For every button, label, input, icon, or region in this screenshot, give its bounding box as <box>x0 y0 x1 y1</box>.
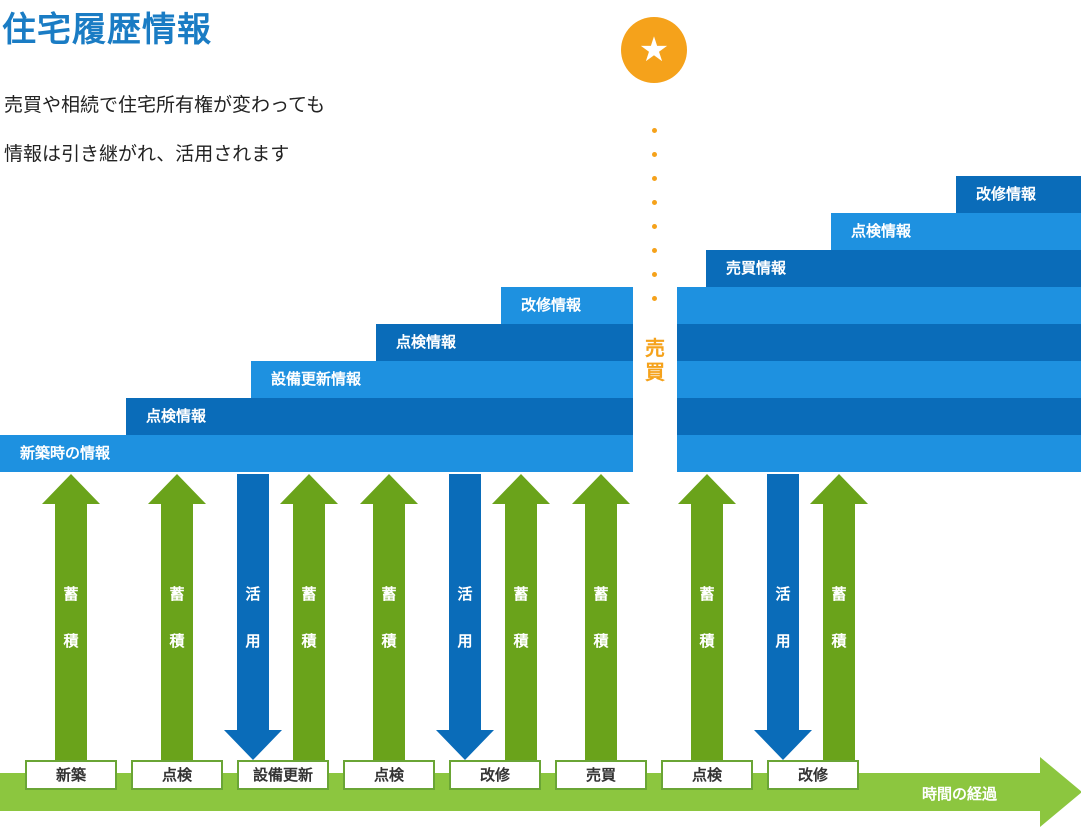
event-box: 改修 <box>449 760 541 790</box>
history-band-left: 新築時の情報 <box>0 435 633 472</box>
history-band-right: 点検情報 <box>831 213 1081 250</box>
store-arrow <box>810 474 868 760</box>
store-arrow <box>572 474 630 760</box>
connector-dot <box>652 152 657 157</box>
use-arrow <box>754 474 812 760</box>
intro-line-2: 情報は引き継がれ、活用されます <box>4 143 290 165</box>
history-band-left: 改修情報 <box>501 287 633 324</box>
star-icon: ★ <box>621 17 687 83</box>
arrow-label-char: 蓄 <box>513 585 529 603</box>
history-band-right: 改修情報 <box>956 176 1081 213</box>
arrow-label-char: 蓄 <box>381 585 397 603</box>
event-box: 点検 <box>131 760 223 790</box>
arrow-label-char: 活 <box>775 585 791 603</box>
connector-dot <box>652 296 657 301</box>
connector-dot <box>652 272 657 277</box>
arrow-label-char: 蓄 <box>699 585 715 603</box>
intro-line-1: 売買や相続で住宅所有権が変わっても <box>4 94 326 116</box>
connector-dot <box>652 224 657 229</box>
store-arrow <box>148 474 206 760</box>
arrow-label-char: 積 <box>513 632 529 650</box>
event-box: 点検 <box>343 760 435 790</box>
arrow-label-char: 積 <box>169 632 185 650</box>
store-arrow <box>360 474 418 760</box>
arrow-label-char: 蓄 <box>831 585 847 603</box>
timeline-label: 時間の経過 <box>922 785 998 803</box>
connector-dot <box>652 176 657 181</box>
arrow-label-char: 積 <box>381 632 397 650</box>
history-band-left: 点検情報 <box>376 324 633 361</box>
connector-dot <box>652 200 657 205</box>
use-arrow <box>224 474 282 760</box>
arrow-label-char: 積 <box>699 632 715 650</box>
history-band-right: 売買情報 <box>706 250 1081 287</box>
connector-dot <box>652 248 657 253</box>
arrow-label-char: 活 <box>457 585 473 603</box>
arrow-label-char: 蓄 <box>593 585 609 603</box>
history-band-carryover <box>677 324 1081 361</box>
connector-dot <box>652 128 657 133</box>
arrow-label-char: 活 <box>245 585 261 603</box>
arrow-label-char: 積 <box>593 632 609 650</box>
page-title: 住宅履歴情報 <box>2 10 212 50</box>
event-box: 新築 <box>25 760 117 790</box>
arrow-label-char: 用 <box>775 632 791 650</box>
use-arrow <box>436 474 494 760</box>
arrow-label-char: 用 <box>457 632 473 650</box>
sale-label: 売買 <box>645 336 665 384</box>
arrow-label-char: 蓄 <box>301 585 317 603</box>
timeline-arrowhead <box>1040 757 1081 827</box>
arrow-label-char: 積 <box>301 632 317 650</box>
store-arrow <box>280 474 338 760</box>
arrow-label-char: 蓄 <box>63 585 79 603</box>
history-band-left: 点検情報 <box>126 398 633 435</box>
arrow-label-char: 積 <box>831 632 847 650</box>
history-band-left: 設備更新情報 <box>251 361 633 398</box>
history-band-carryover <box>677 287 1081 324</box>
store-arrow <box>492 474 550 760</box>
event-box: 売買 <box>555 760 647 790</box>
event-box: 改修 <box>767 760 859 790</box>
event-box: 設備更新 <box>237 760 329 790</box>
store-arrow <box>678 474 736 760</box>
history-band-carryover <box>677 361 1081 398</box>
arrow-label-char: 積 <box>63 632 79 650</box>
event-box: 点検 <box>661 760 753 790</box>
arrow-label-char: 蓄 <box>169 585 185 603</box>
history-band-carryover <box>677 435 1081 472</box>
store-arrow <box>42 474 100 760</box>
history-band-carryover <box>677 398 1081 435</box>
arrow-label-char: 用 <box>245 632 261 650</box>
